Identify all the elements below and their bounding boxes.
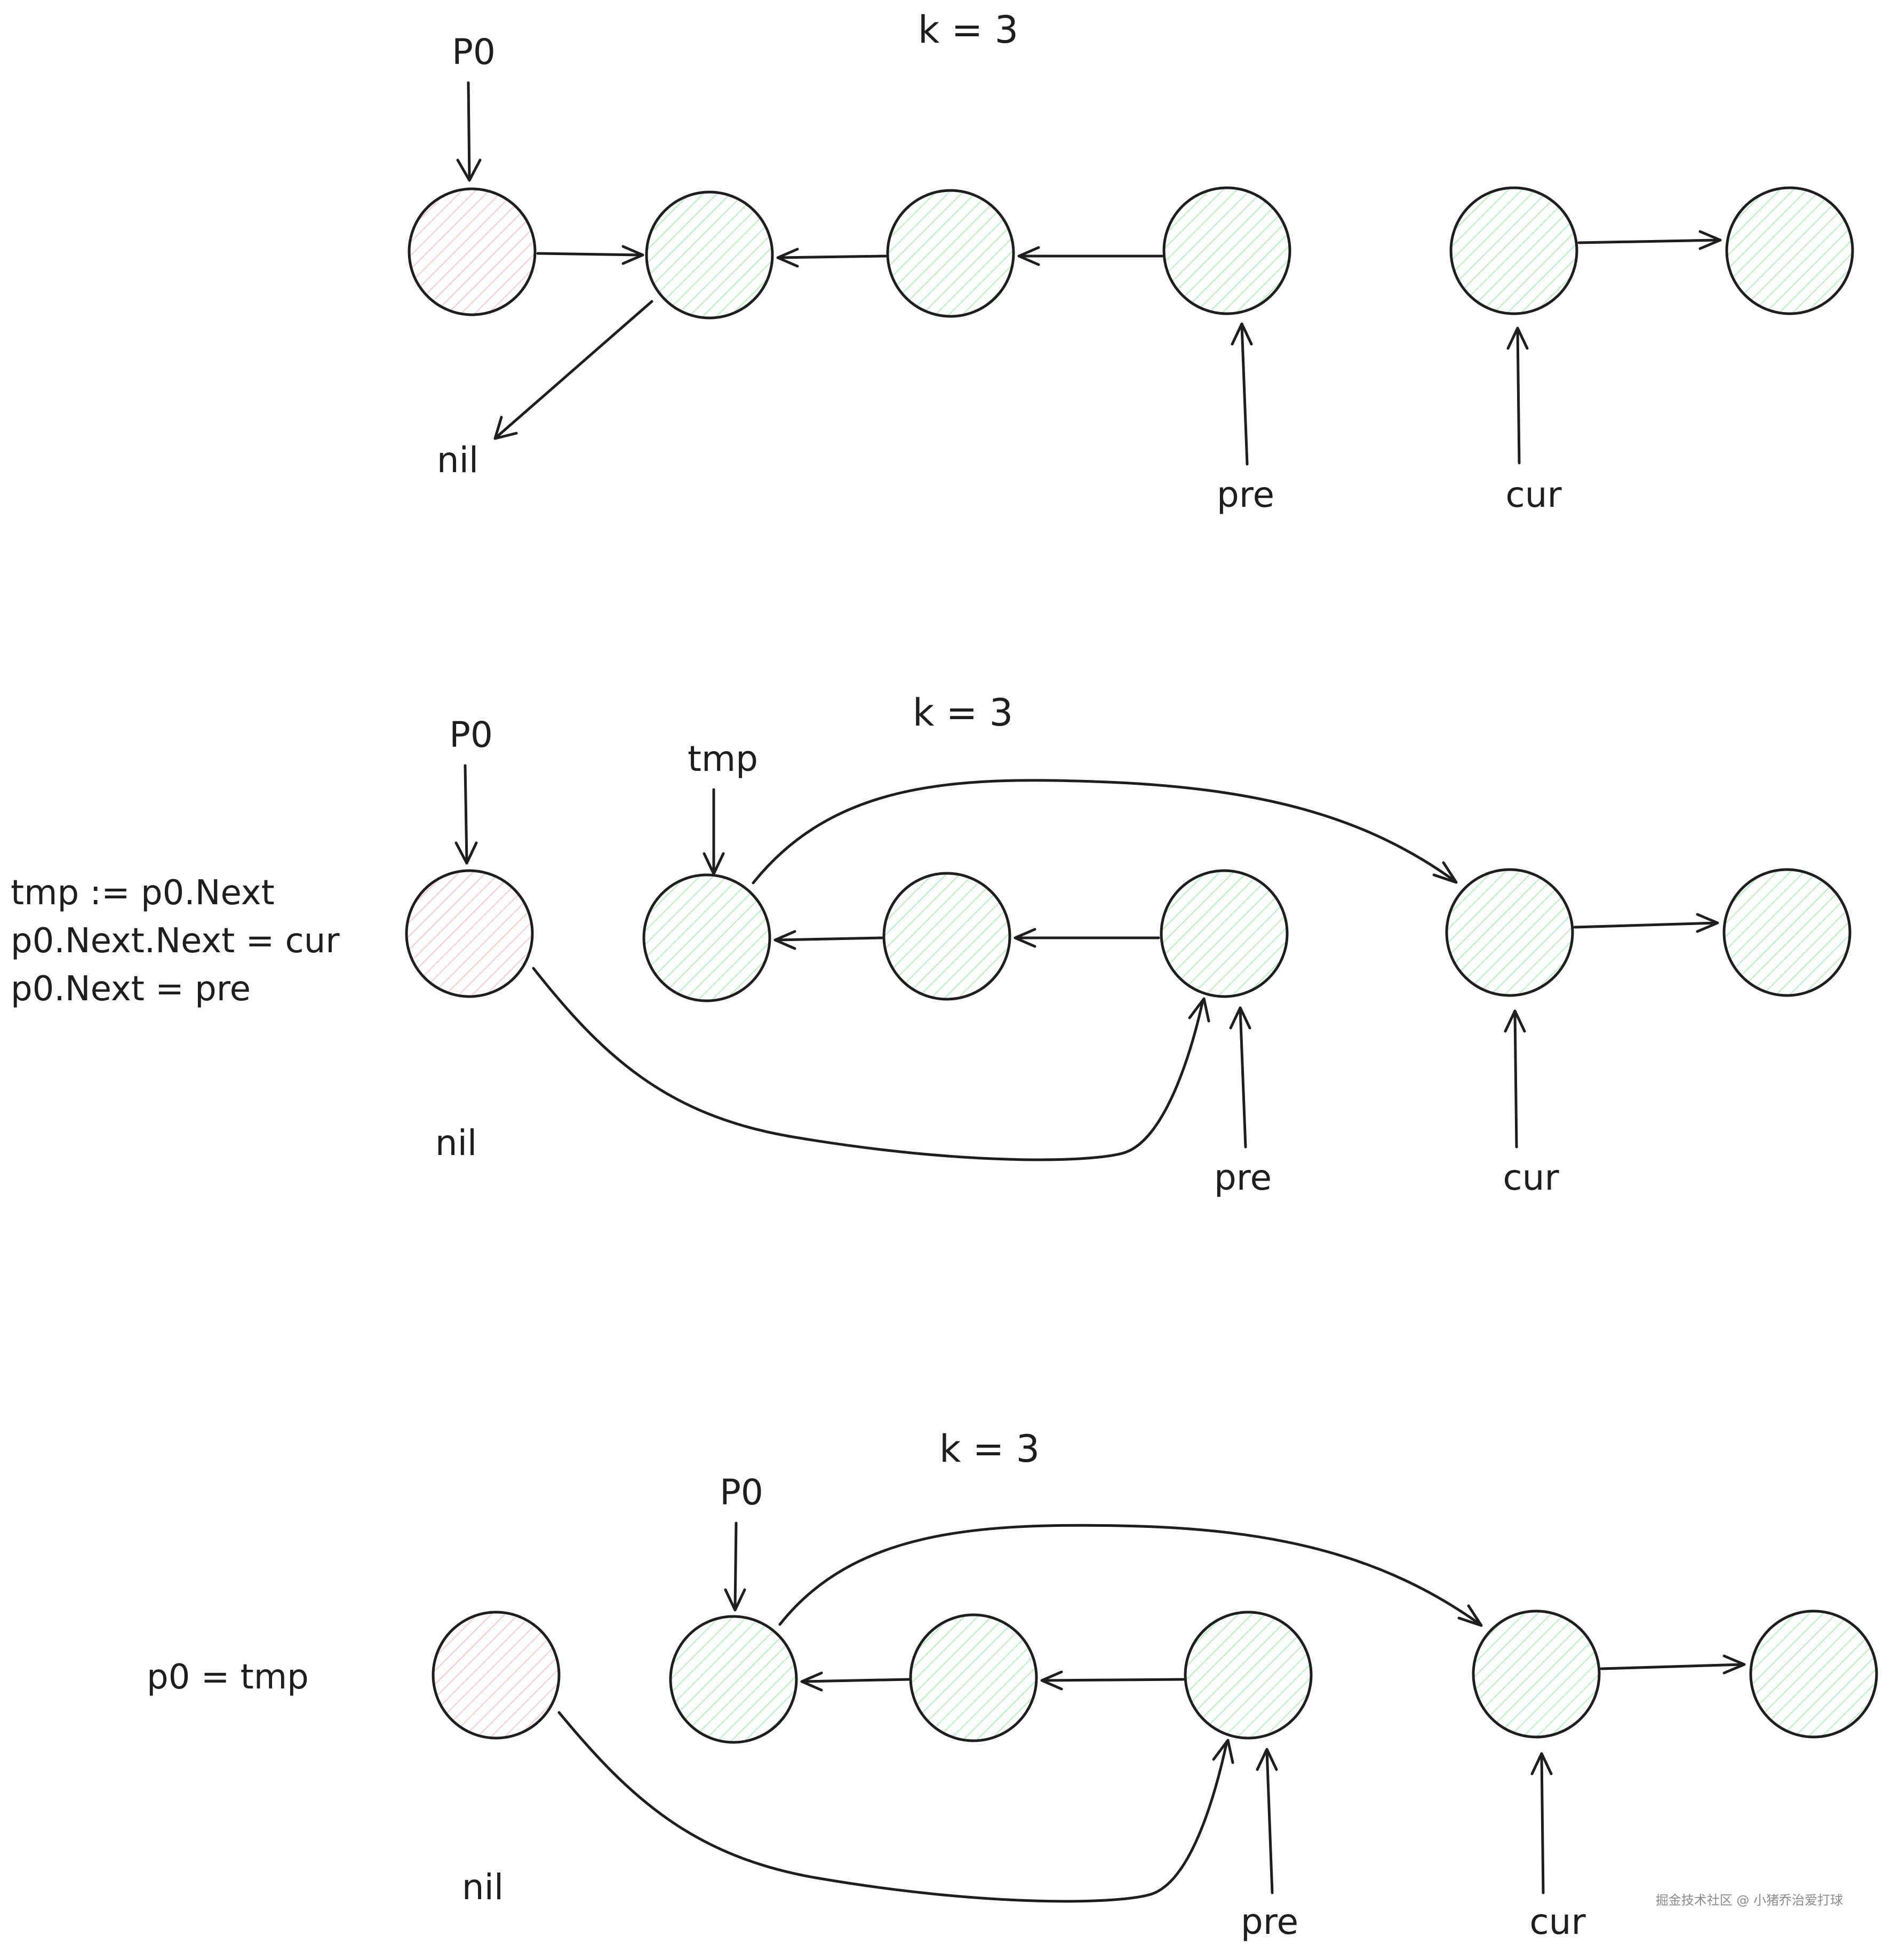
panel-3-arrowhead-pre bbox=[1256, 1748, 1278, 1771]
panel-3-arrowhead-node4-node5 bbox=[1722, 1654, 1746, 1675]
panel-3-arrowhead-node3-node2 bbox=[1040, 1670, 1063, 1691]
panel-3-edge-node4-node5 bbox=[1600, 1663, 1744, 1670]
panel-3-node-1 bbox=[669, 1615, 798, 1744]
panel-3-label-nil: nil bbox=[462, 1867, 504, 1908]
panel-3-arrowhead-old-p0-node3 bbox=[1212, 1739, 1234, 1764]
panel-2-arrowhead-pre bbox=[1229, 1006, 1251, 1030]
panel-3-label-p0: P0 bbox=[720, 1472, 763, 1513]
panel-3-edge-node3-node2 bbox=[1041, 1678, 1185, 1682]
panel-3-node-5 bbox=[1749, 1610, 1878, 1739]
panel-2-arrowhead-node3-node2 bbox=[1014, 928, 1036, 948]
panel-1-label-p0: P0 bbox=[452, 31, 496, 73]
panel-3-node-3 bbox=[1184, 1611, 1313, 1740]
panel-3-edge-node2-node1 bbox=[801, 1678, 911, 1683]
panel-1-arrowhead-p0 bbox=[456, 158, 482, 182]
panel-1-edge-p0-node1 bbox=[536, 252, 643, 257]
panel-2-node-p0 bbox=[405, 869, 534, 998]
panel-2-code-line-3: p0.Next = pre bbox=[11, 969, 251, 1009]
panel-3-node-4 bbox=[1472, 1610, 1601, 1739]
panel-3-label-cur: cur bbox=[1529, 1901, 1586, 1942]
panel-2-arrowhead-node2-node1 bbox=[773, 930, 796, 950]
panel-2-node-2 bbox=[882, 872, 1011, 1001]
panel-1-node-2 bbox=[886, 189, 1015, 318]
panel-2-edge-node4-node5 bbox=[1573, 921, 1718, 929]
panel-1-arrowhead-p0-node1 bbox=[621, 245, 644, 265]
panel-2-label-nil: nil bbox=[435, 1122, 477, 1164]
panel-2-arrowhead-node4-node5 bbox=[1696, 913, 1719, 933]
panel-3-arrow-cur bbox=[1540, 1754, 1545, 1894]
panel-2-node-3 bbox=[1160, 869, 1289, 998]
panel-3-edge-node1-node4 bbox=[778, 1524, 1482, 1626]
panel-2-title: k = 3 bbox=[913, 691, 1013, 735]
panel-2-arrowhead-p0-node3 bbox=[1188, 997, 1210, 1023]
panel-2-arrow-cur bbox=[1513, 1011, 1518, 1149]
panel-2-arrow-p0 bbox=[464, 764, 468, 863]
panel-2-node-4 bbox=[1445, 868, 1574, 997]
panel-1-node-1 bbox=[645, 190, 774, 320]
panel-2-edge-node1-node4 bbox=[752, 779, 1457, 885]
panel-2-code-line-1: tmp := p0.Next bbox=[11, 873, 275, 913]
panel-2-label-cur: cur bbox=[1503, 1157, 1559, 1198]
panel-3-arrowhead-cur bbox=[1530, 1752, 1553, 1775]
panel-1-arrow-cur bbox=[1516, 328, 1521, 465]
panel-2-node-5 bbox=[1722, 868, 1852, 997]
panel-1-node-4 bbox=[1449, 186, 1578, 315]
panel-2-node-1 bbox=[642, 873, 771, 1002]
panel-3-label-pre: pre bbox=[1241, 1901, 1298, 1942]
panel-3-arrow-p0 bbox=[733, 1521, 738, 1610]
panel-1-label-pre: pre bbox=[1217, 474, 1274, 515]
panel-2-label-tmp: tmp bbox=[688, 738, 758, 779]
panel-3: k = 3 p0 = tmp P0 nil pre bbox=[147, 1427, 1878, 1942]
panel-2-edge-p0-node3 bbox=[532, 967, 1204, 1161]
panel-1-node-5 bbox=[1725, 186, 1854, 315]
panel-1: k = 3 P0 nil pre cur bbox=[408, 8, 1854, 515]
panel-1-arrowhead-node2-node1 bbox=[776, 248, 799, 268]
panel-1-edge-node1-nil bbox=[494, 300, 653, 439]
panel-3-edge-old-p0-node3 bbox=[557, 1711, 1228, 1903]
panel-1-arrowhead-node4-node5 bbox=[1698, 230, 1722, 250]
panel-2-edge-node2-node1 bbox=[775, 936, 884, 942]
panel-2: k = 3 tmp := p0.Next p0.Next.Next = cur … bbox=[11, 691, 1852, 1198]
panel-2-arrowhead-p0 bbox=[454, 841, 478, 865]
panel-1-arrowhead-cur bbox=[1506, 326, 1529, 350]
panel-1-arrow-p0 bbox=[467, 81, 471, 180]
panel-3-arrowhead-p0 bbox=[724, 1588, 746, 1612]
panel-2-label-pre: pre bbox=[1214, 1157, 1272, 1198]
panel-3-arrowhead-node1-node4 bbox=[1457, 1604, 1483, 1627]
panel-1-label-nil: nil bbox=[437, 440, 479, 481]
panel-2-arrowhead-node1-node4 bbox=[1432, 861, 1458, 884]
panel-1-node-3 bbox=[1162, 186, 1291, 315]
panel-3-node-2 bbox=[909, 1613, 1038, 1742]
panel-2-arrowhead-tmp bbox=[703, 852, 725, 875]
panel-2-label-p0: P0 bbox=[449, 714, 493, 755]
panel-2-arrow-pre bbox=[1239, 1008, 1247, 1149]
panel-1-label-cur: cur bbox=[1505, 474, 1562, 515]
panel-1-title: k = 3 bbox=[918, 8, 1018, 52]
panel-1-arrow-pre bbox=[1240, 324, 1249, 466]
panel-2-arrowhead-cur bbox=[1504, 1009, 1526, 1033]
panel-3-arrow-pre bbox=[1265, 1749, 1274, 1894]
panel-1-arrowhead-node1-nil bbox=[493, 416, 518, 440]
panel-1-arrowhead-pre bbox=[1231, 322, 1253, 346]
panel-3-code-line-1: p0 = tmp bbox=[147, 1658, 309, 1697]
panel-3-node-old-p0 bbox=[432, 1611, 561, 1740]
panel-1-edge-node4-node5 bbox=[1577, 238, 1720, 244]
panel-1-node-p0 bbox=[408, 187, 537, 316]
panel-3-title: k = 3 bbox=[939, 1427, 1040, 1471]
panel-1-edge-node2-node1 bbox=[777, 254, 887, 259]
panel-2-code-line-2: p0.Next.Next = cur bbox=[11, 921, 340, 961]
panel-3-arrowhead-node2-node1 bbox=[800, 1671, 823, 1692]
panel-1-arrowhead-node3-node2 bbox=[1017, 246, 1040, 266]
watermark: 掘金技术社区 @ 小猪乔治爱打球 bbox=[1656, 1893, 1843, 1908]
